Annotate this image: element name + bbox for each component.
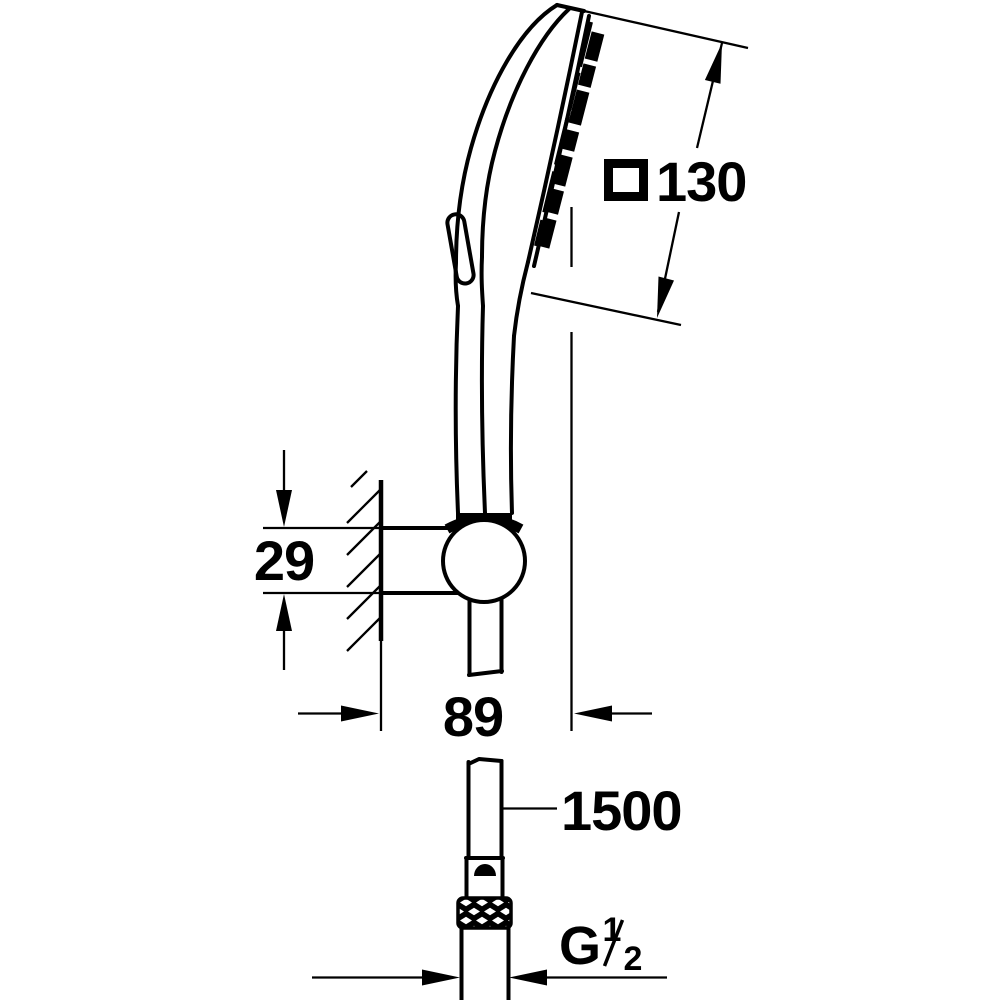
dimension-hose-length: 1500 [502, 779, 683, 842]
hose-connector [464, 856, 505, 900]
dimension-head-face: 130 [530, 4, 749, 327]
wall-hatch-line [346, 552, 382, 588]
arrowhead-left-icon [574, 705, 612, 722]
handle-right-edge [508, 334, 516, 515]
head-bottom-corner [512, 260, 530, 338]
nozzle-strip-detail [534, 21, 593, 247]
head-top-edge [555, 3, 586, 13]
arrowhead-right-icon [422, 969, 460, 986]
dim-head-face-value: 130 [656, 150, 746, 213]
dimension-holder-depth: 29 [254, 450, 381, 670]
arrowhead-down-icon [657, 276, 674, 318]
handle-left-edge [453, 304, 460, 515]
arrowhead-left-icon [509, 969, 547, 986]
arrowhead-up-icon [704, 43, 722, 84]
arrowhead-up-icon [276, 594, 292, 631]
arrowhead-down-icon [276, 490, 292, 527]
shower-handle [453, 304, 516, 515]
wall-section [346, 470, 384, 652]
nozzle-strip [536, 31, 605, 249]
handle-middle-line [479, 304, 487, 515]
wall-hatch-line [350, 470, 368, 488]
thread-letter: G [559, 916, 601, 976]
dim-holder-depth-value: 29 [254, 529, 314, 592]
dimension-wall-clearance: 89 [298, 207, 652, 748]
head-inner-line [479, 7, 571, 308]
extension-line-top [561, 4, 749, 50]
hose-break-edge [466, 757, 504, 766]
wall-hatch-line [346, 488, 382, 524]
square-symbol-icon [604, 159, 648, 201]
hose-upper-section [466, 759, 504, 860]
hose-lower-section [459, 926, 511, 1000]
handle-end-bar [467, 596, 504, 677]
dimension-thread: G 1 2 [312, 911, 667, 986]
wall-hatch-line [346, 584, 382, 620]
holder-knob [441, 518, 527, 604]
thread-denominator: 2 [624, 940, 643, 978]
wall-hatch-line [346, 616, 382, 652]
knurled-nut [456, 896, 513, 930]
wall-hatch-line [346, 520, 382, 556]
dim-wall-clearance-value: 89 [443, 685, 503, 748]
dim-hose-length-value: 1500 [561, 779, 682, 842]
connector-mark [474, 864, 496, 876]
shower-hose [456, 757, 513, 1000]
back-button [445, 212, 476, 286]
fraction-slash-icon [602, 919, 625, 967]
extension-line-bottom [530, 291, 682, 327]
shower-head [445, 3, 605, 338]
faceplate-rim-outer [526, 10, 584, 264]
wall-holder [379, 513, 527, 677]
arrowhead-right-icon [341, 705, 379, 722]
